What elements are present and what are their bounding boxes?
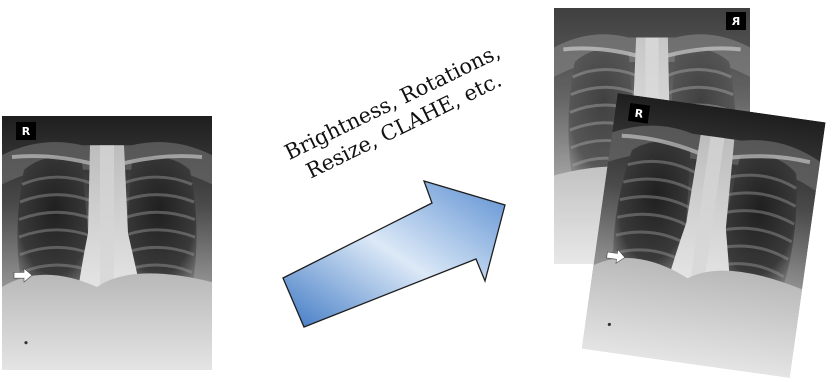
original-xray-image: R — [2, 116, 212, 370]
transformation-arrow — [283, 181, 505, 327]
orientation-marker: R — [22, 125, 31, 138]
orientation-marker-mirrored: R — [731, 15, 740, 28]
augmentation-caption: Brightness, Rotations, Resize, CLAHE, et… — [281, 39, 516, 188]
augmented-xray-front: R — [582, 93, 826, 378]
